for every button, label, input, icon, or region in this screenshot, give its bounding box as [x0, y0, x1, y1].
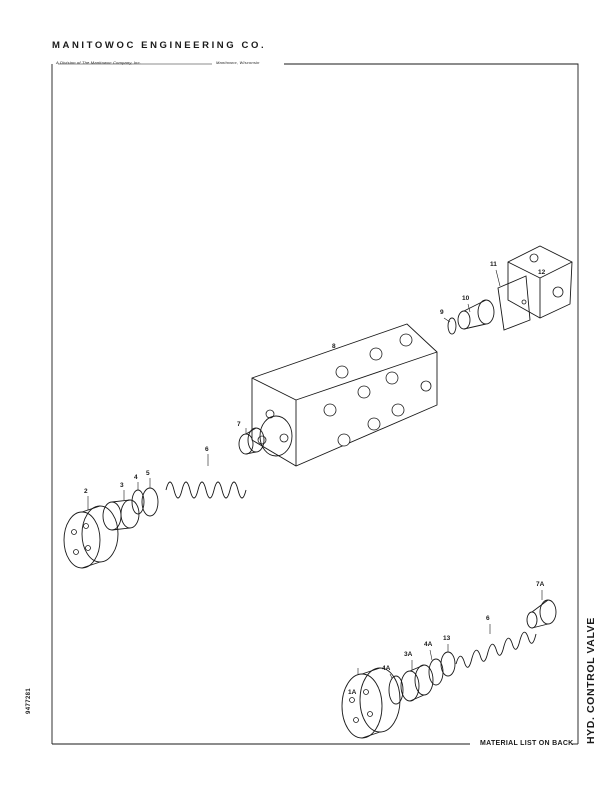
location-line: Manitowoc, Wisconsin [216, 60, 260, 65]
callout-8: 8 [332, 343, 336, 350]
division-line: A Division of The Manitowoc Company, Inc… [56, 60, 142, 65]
valve-body [251, 323, 438, 467]
callout-7A: 7A [536, 581, 545, 588]
cap-part-1A [341, 667, 401, 739]
spool-part-7A [526, 599, 557, 629]
plug-part-3 [102, 499, 140, 531]
callout-4A-right: 4A [424, 641, 433, 648]
callout-12: 12 [538, 269, 546, 276]
spring-part-6-upper [165, 481, 247, 499]
callout-3A: 3A [404, 651, 413, 658]
cap-part-2 [63, 505, 119, 569]
gasket-part-11 [497, 275, 531, 331]
callout-9: 9 [440, 309, 444, 316]
block-part-12 [507, 245, 573, 319]
plug-part-3A [400, 664, 434, 702]
washer-part-4A-left [388, 675, 404, 705]
leader-lines [87, 269, 543, 679]
callout-6-upper: 6 [205, 446, 209, 453]
callout-13: 13 [443, 635, 451, 642]
ring-part-13 [440, 651, 456, 677]
drawing-border [51, 63, 579, 745]
company-name: MANITOWOC ENGINEERING CO. [52, 40, 267, 51]
callout-5: 5 [146, 470, 150, 477]
callout-3: 3 [120, 482, 124, 489]
spring-part-6-lower [455, 631, 537, 668]
callout-11: 11 [490, 261, 497, 268]
callout-4A-left: 4A [382, 665, 391, 672]
seat-part-10 [457, 299, 495, 330]
callout-6-lower: 6 [486, 615, 490, 622]
callout-2: 2 [84, 488, 88, 495]
washer-part-9 [447, 317, 457, 335]
callout-4: 4 [134, 474, 138, 481]
callout-1A: 1A [348, 689, 357, 696]
callout-7: 7 [237, 421, 241, 428]
callout-10: 10 [462, 295, 470, 302]
material-list-note: MATERIAL LIST ON BACK [480, 740, 574, 747]
